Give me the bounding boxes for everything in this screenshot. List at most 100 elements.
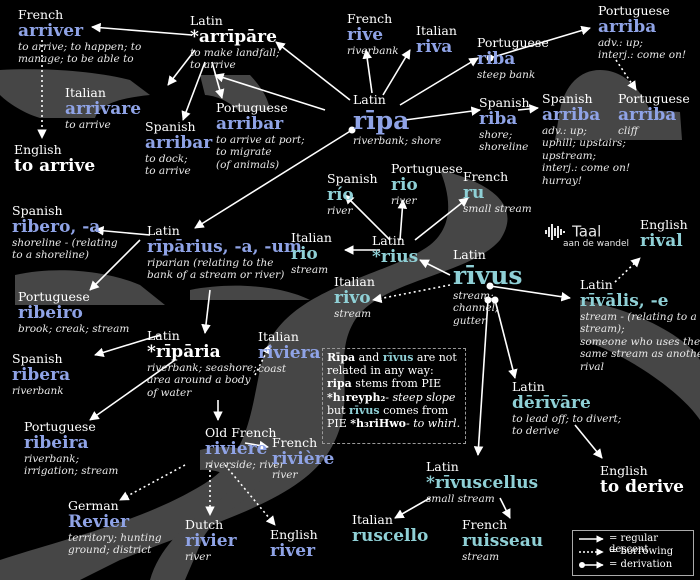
derivation-dot <box>491 296 499 304</box>
gloss: riverbank <box>12 385 64 398</box>
word: riba <box>477 49 516 69</box>
gloss: stream <box>334 308 372 321</box>
borrowing-arrow <box>119 464 186 501</box>
language-label: French <box>347 11 393 26</box>
derivation-dot <box>486 282 494 290</box>
language-label: Latin <box>453 247 486 262</box>
borrowing-arrow <box>254 344 271 376</box>
gloss: to arrive <box>65 119 111 132</box>
borrowing-arrow <box>615 59 637 91</box>
derivation-arrow <box>494 299 518 379</box>
descent-arrow <box>344 194 391 241</box>
derivation-arrow <box>194 129 353 229</box>
node-la-rius: Latin*rius <box>372 234 418 267</box>
language-label: Portuguese <box>18 289 90 304</box>
word: ribero, -a <box>12 217 101 237</box>
descent-arrow <box>89 359 176 421</box>
language-label: Latin <box>580 277 613 292</box>
language-label: Italian <box>65 85 106 100</box>
taal-logo: Taal aan de wandel <box>545 221 629 249</box>
word: ribera <box>12 365 71 385</box>
descent-arrow <box>211 61 225 99</box>
descent-arrow <box>181 61 206 121</box>
gloss: to arrive; to happen; to manage; to be a… <box>18 41 142 66</box>
descent-arrow <box>362 49 373 94</box>
language-label: Italian <box>352 512 393 527</box>
language-label: Latin <box>426 459 459 474</box>
language-label: Spanish <box>542 91 593 106</box>
gloss: to lead off; to divert; to derive <box>512 413 622 438</box>
language-label: Portuguese <box>598 3 670 18</box>
word: *rius <box>372 247 419 267</box>
word: arrivare <box>65 99 142 119</box>
language-label: French <box>462 517 508 532</box>
language-label: Spanish <box>327 171 378 186</box>
word: ru <box>463 183 485 203</box>
derivation-arrow <box>473 299 489 456</box>
derivation-arrow <box>489 25 591 59</box>
legend-derivation: = derivation <box>609 559 673 570</box>
language-label: Latin <box>147 328 180 343</box>
word: rio <box>391 175 418 195</box>
language-label: Italian <box>291 230 332 245</box>
gloss: riverbank; shore <box>353 135 442 147</box>
gloss: riverbank <box>347 45 399 58</box>
word: Revier <box>68 512 130 532</box>
language-label: English <box>600 463 648 478</box>
word: to arrive <box>14 156 96 176</box>
language-label: Spanish <box>12 203 63 218</box>
language-label: Latin <box>372 233 405 248</box>
info-box: Rīpa and rīvus are not related in any wa… <box>322 348 466 444</box>
descent-arrow <box>394 497 431 519</box>
descent-arrow <box>89 239 141 291</box>
descent-arrow <box>397 199 408 241</box>
descent-arrow <box>574 424 603 459</box>
gloss: river <box>327 205 353 218</box>
gloss: river <box>185 551 211 564</box>
derivation-dot <box>484 296 492 304</box>
word: ruisseau <box>462 531 544 551</box>
language-label: Portuguese <box>24 419 96 434</box>
word: *rīpāria <box>147 342 221 362</box>
derivation-dot <box>348 126 356 134</box>
word: rīpārius, -a, -um <box>147 237 302 257</box>
language-label: French <box>272 435 318 450</box>
word: río <box>327 185 354 205</box>
word: river <box>270 541 316 561</box>
cliff-right-silhouette <box>555 70 682 140</box>
word: dērīvāre <box>512 393 591 413</box>
word: arriba <box>542 105 601 125</box>
word: rivière <box>272 449 335 469</box>
word: arribar <box>216 114 284 134</box>
gloss: riverbank; irrigation; stream <box>24 453 119 478</box>
logo-name: Taal <box>572 222 602 241</box>
gloss: stream; channel; gutter <box>453 290 499 327</box>
word: rīvus <box>453 261 523 290</box>
language-label: Portuguese <box>618 91 690 106</box>
descent-arrow <box>419 259 451 276</box>
gloss: riverbank; seashore; area around a body … <box>147 362 257 399</box>
descent-arrow <box>499 497 511 519</box>
